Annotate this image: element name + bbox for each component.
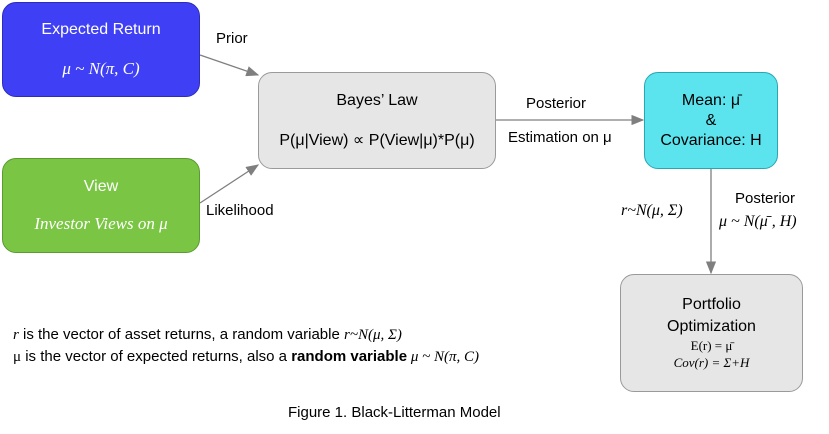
note-line-2: μ is the vector of expected returns, als… xyxy=(13,348,479,366)
bayes-law-formula: P(μ|View) ∝ P(View|μ)*P(μ) xyxy=(279,131,475,149)
portfolio-covariance: Cov(r) = Σ+H xyxy=(673,354,750,370)
arrow-prior xyxy=(199,54,260,77)
expected-return-title: Expected Return xyxy=(41,20,161,38)
note-line-1: r is the vector of asset returns, a rand… xyxy=(13,326,402,344)
figure-caption: Figure 1. Black-Litterman Model xyxy=(288,404,501,421)
view-box: View Investor Views on μ xyxy=(2,158,200,253)
note2-text: is the vector of expected returns, also … xyxy=(21,348,292,365)
note1-symbol: r xyxy=(13,327,19,343)
view-formula: Investor Views on μ xyxy=(34,213,168,233)
note1-math: r~N(μ, Σ) xyxy=(344,327,402,343)
estimation-label: Estimation on μ xyxy=(508,129,612,146)
posterior-formula-label: μ ~ N(μ̄ , H) xyxy=(719,213,797,230)
expected-return-box: Expected Return μ ~ N(π, C) xyxy=(2,2,200,97)
note2-symbol: μ xyxy=(13,349,22,365)
mean-covariance-box: Mean: μ̄ & Covariance: H xyxy=(644,72,778,169)
note1-text: is the vector of asset returns, a random… xyxy=(18,326,344,343)
posterior-label-2: Posterior xyxy=(735,190,796,207)
likelihood-label: Likelihood xyxy=(206,202,274,219)
mean-label: Mean: μ̄ xyxy=(681,91,741,109)
arrow-likelihood xyxy=(199,164,260,204)
covariance-label: Covariance: H xyxy=(660,131,762,149)
bayes-law-box: Bayes’ Law P(μ|View) ∝ P(View|μ)*P(μ) xyxy=(258,72,496,169)
ampersand-label: & xyxy=(705,111,717,129)
bayes-law-title: Bayes’ Law xyxy=(336,91,418,109)
portfolio-optimization-box: Portfolio Optimization E(r) = μ̄ Cov(r) … xyxy=(620,274,803,392)
portfolio-expectation: E(r) = μ̄ xyxy=(690,337,733,353)
prior-label: Prior xyxy=(216,30,248,47)
portfolio-title-line2: Optimization xyxy=(667,317,756,335)
return-distribution-label: r~N(μ, Σ) xyxy=(621,202,683,219)
note2-math: μ ~ N(π, C) xyxy=(407,349,479,365)
view-title: View xyxy=(83,177,119,195)
note2-bold: random variable xyxy=(291,348,408,365)
expected-return-formula: μ ~ N(π, C) xyxy=(62,58,140,78)
portfolio-title-line1: Portfolio xyxy=(682,295,741,313)
posterior-label: Posterior xyxy=(526,95,587,112)
